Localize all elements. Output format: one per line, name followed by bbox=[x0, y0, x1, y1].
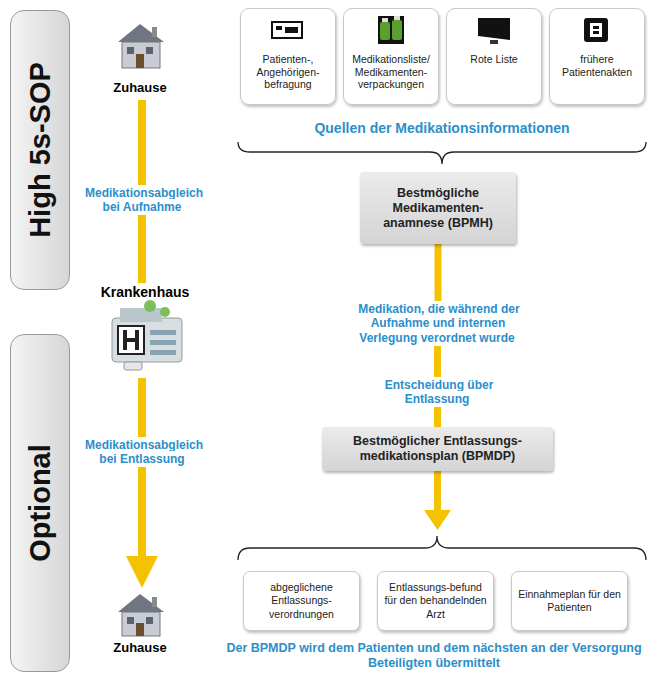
label: Zuhause bbox=[95, 640, 185, 656]
medication-icon bbox=[378, 16, 404, 44]
source-box: Medikationsliste/ Medikamenten-verpackun… bbox=[343, 8, 439, 105]
hospital-icon bbox=[112, 300, 182, 370]
process-box: Bestmögliche Medikamenten-anamnese (BPMH… bbox=[360, 172, 516, 244]
label: Der BPMDP wird dem Patienten und dem näc… bbox=[218, 641, 650, 671]
output-box: Entlassungs-befund für den behandelnden … bbox=[377, 571, 494, 631]
edge-label: Medikation, die während der Aufnahme und… bbox=[356, 301, 519, 346]
label-text: Medikationsabgleich bei Aufnahme bbox=[83, 185, 203, 215]
source-box: frühere Patientenakten bbox=[549, 8, 645, 105]
brace bbox=[238, 536, 646, 560]
source-box: Patienten-, Angehörigen-befragung bbox=[240, 8, 336, 105]
record-icon bbox=[584, 18, 608, 42]
process-box: Bestmöglicher Entlassungs-medikationspla… bbox=[322, 427, 553, 471]
node-text: frühere Patientenakten bbox=[562, 53, 632, 78]
node-text: Bestmöglicher Entlassungs-medikationspla… bbox=[328, 434, 547, 464]
node-text: abgeglichene Entlassungs-verordnungen bbox=[249, 581, 354, 620]
monitor-icon bbox=[478, 18, 510, 44]
arrow-head bbox=[424, 510, 451, 530]
arrow-head bbox=[126, 556, 158, 588]
bed-icon bbox=[272, 22, 302, 38]
section-panel: High 5s-SOP bbox=[10, 10, 70, 290]
label: Entscheidung über Entlassung bbox=[352, 378, 524, 407]
label: Medikationsabgleich bei Entlassung bbox=[75, 438, 211, 467]
output-box: Einnahmeplan für den Patienten bbox=[511, 571, 628, 631]
brace bbox=[238, 142, 646, 164]
node-text: High 5s-SOP bbox=[24, 62, 57, 238]
section-panel: Optional bbox=[10, 334, 70, 672]
label: Zuhause bbox=[95, 80, 185, 96]
node-text: Optional bbox=[24, 444, 57, 562]
flow-bar bbox=[434, 470, 441, 512]
node-text: Rote Liste bbox=[470, 53, 517, 65]
label-text: Medikationsabgleich bei Entlassung bbox=[83, 437, 203, 467]
house-icon bbox=[118, 24, 164, 68]
node-text: Patienten-, Angehörigen-befragung bbox=[256, 53, 319, 90]
node-text: Einnahmeplan für den Patienten bbox=[517, 588, 622, 614]
node-text: Bestmögliche Medikamenten-anamnese (BPMH… bbox=[366, 186, 510, 231]
label: Quellen der Medikationsinformationen bbox=[236, 120, 648, 137]
flow-bar bbox=[138, 378, 146, 558]
node-text: Medikationsliste/ Medikamenten-verpackun… bbox=[352, 53, 430, 90]
label-text: Entscheidung über Entlassung bbox=[383, 377, 494, 407]
house-icon bbox=[118, 594, 164, 636]
node-text: Entlassungs-befund für den behandelnden … bbox=[383, 581, 488, 620]
label: Krankenhaus bbox=[85, 284, 205, 301]
output-box: abgeglichene Entlassungs-verordnungen bbox=[243, 571, 360, 631]
edge-label-box: Medikation, die während der Aufnahme und… bbox=[343, 302, 533, 345]
source-box: Rote Liste bbox=[446, 8, 542, 105]
label: Medikationsabgleich bei Aufnahme bbox=[80, 186, 206, 215]
